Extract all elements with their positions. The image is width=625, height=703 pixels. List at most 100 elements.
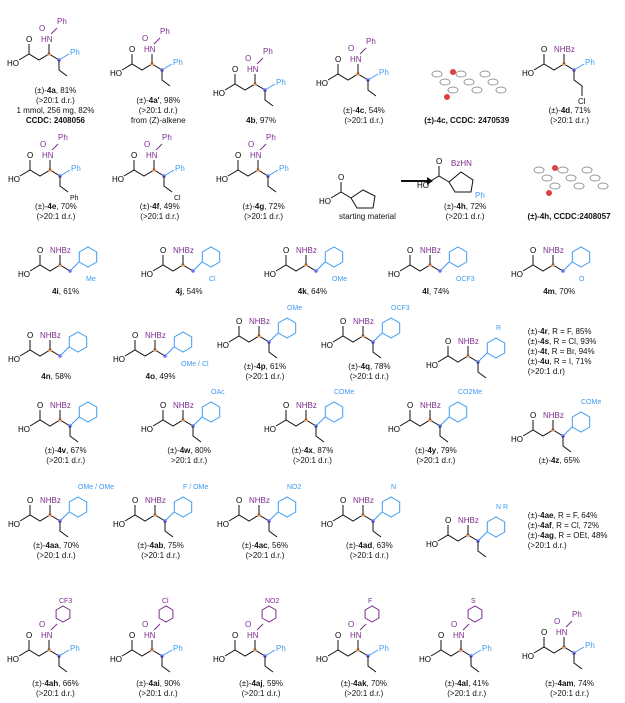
nh-label: HN: [247, 65, 259, 74]
racemic-prefix: (±)-: [291, 446, 304, 455]
scheme-row: O HO NHBz(±)-4v, 67%(>20:1 d.r.) O HO NH…: [0, 386, 625, 470]
aryl-substituent-label: N: [391, 484, 396, 491]
compound-yield-text: (>20:1 d.r.): [527, 541, 567, 550]
acyl-group-label: Ph: [58, 133, 68, 142]
nh-label: HN: [250, 151, 262, 160]
compound-caption-line: (>20:1 d.r.): [416, 456, 455, 466]
compound-yield-text: (>20:1 d.r.): [36, 212, 76, 221]
amide-oxygen: O: [348, 44, 354, 53]
product-structure: O HO HN OPh Ph: [7, 17, 80, 77]
caption-block: (±)-4ai, 90%(>20:1 d.r.): [136, 679, 180, 699]
compound-caption-line: (±)-4am, 74%: [545, 679, 594, 689]
compound-id: 4k: [297, 287, 307, 296]
caption-block: (±)-4ah, 66%(>20:1 d.r.): [32, 679, 79, 699]
nhbz-label: NHBz: [296, 401, 317, 410]
carbonyl-oxygen: O: [232, 65, 238, 74]
nh-label: HN: [350, 631, 362, 640]
compound-caption-line: (±)-4z, 65%: [539, 456, 580, 466]
compound-yield-text: , 56%: [267, 541, 289, 550]
compound-caption-line: (±)-4f, 49%: [140, 202, 180, 212]
acyl-substituent-label: Cl: [162, 598, 169, 605]
compound-id: 4b: [246, 116, 256, 125]
nhbz-label: NHBz: [40, 496, 61, 505]
compound-id: 4l: [422, 287, 429, 296]
compound-yield-text: , 74%: [428, 287, 450, 296]
compound-yield-text: , 61%: [265, 362, 287, 371]
aryl-substituent-label: COMe: [581, 399, 601, 406]
carbonyl-oxygen: O: [160, 401, 166, 410]
chain-substituent-label: Ph: [70, 195, 79, 202]
compound-caption-line: (±)-4e, 70%: [35, 202, 77, 212]
compound-yield-text: , R = Br, 94%: [547, 347, 595, 356]
compound-caption-line: (>20:1 d.r): [528, 367, 565, 377]
compound-yield-text: , 71%: [570, 106, 591, 115]
ring: [448, 246, 468, 268]
acid-chain-bond: [19, 349, 61, 357]
compound-yield-text: (>20:1 d.r.): [241, 689, 281, 698]
product-structure: O HO HN OPh Ph: [216, 133, 288, 193]
ring: [173, 496, 192, 518]
ring: [572, 411, 591, 433]
aryl-label: Ph: [70, 48, 80, 57]
compound-caption-line: (>20:1 d.r.): [447, 689, 486, 699]
compound-id: 4e: [47, 202, 57, 211]
carbonyl-oxygen: O: [27, 496, 33, 505]
compound-id: 4ab: [149, 541, 164, 550]
compound-caption-line: (±)-4ab, 75%: [137, 541, 184, 551]
compound-id: 4ak: [353, 679, 367, 688]
ring: [277, 317, 297, 339]
racemic-prefix: (±)-: [444, 202, 457, 211]
compound-caption-line: from (Z)-alkene: [131, 116, 186, 126]
nh-label: HN: [144, 45, 156, 54]
compound-caption-line: 4k, 64%: [298, 287, 327, 297]
hydroxyl-label: HO: [8, 520, 20, 529]
compound-yield-text: , 59%: [262, 679, 284, 688]
acid-chain-bond: [399, 264, 441, 272]
compound-caption-line: 1 mmol, 256 mg, 82%: [17, 106, 95, 116]
compound-yield-text: (>20:1 d.r.): [349, 551, 389, 560]
compound-id: 4a': [148, 96, 160, 105]
hydroxyl-label: HO: [388, 270, 400, 279]
nhbz-label: NHBz: [543, 246, 564, 255]
compound-yield-text: , R = I, 71%: [549, 357, 592, 366]
compound-caption-line: (>20:1 d.r.): [344, 116, 383, 126]
acyl-group-label: Ph: [162, 133, 172, 142]
racemic-prefix: (±)-: [340, 679, 354, 688]
nh-label: HN: [146, 151, 158, 160]
compound-caption-line: (>20:1 d.r.): [242, 689, 281, 699]
racemic-prefix: (±)-: [348, 362, 361, 371]
caption-block: (±)-4p, 61%(>20:1 d.r.): [244, 362, 286, 382]
hydroxyl-label: HO: [7, 59, 19, 68]
caption-block: (±)-4y, 79%(>20:1 d.r.): [415, 446, 457, 466]
hydroxyl-label: HO: [18, 270, 30, 279]
acid-chain-bond: [224, 649, 266, 657]
nhbz-label: NHBz: [554, 45, 575, 54]
carbonyl-oxygen: O: [541, 628, 547, 637]
acid-chain-bond: [123, 169, 165, 177]
compound-caption-line: (±)-4y, 79%: [415, 446, 457, 456]
racemic-prefix: (±)-: [545, 679, 558, 688]
compound-id: 4s: [540, 337, 550, 346]
compound-caption-line: (±)-4p, 61%: [244, 362, 286, 372]
aryl-substituent-label: OMe / Cl: [181, 361, 209, 368]
nh-label: HN: [350, 55, 362, 64]
ring: [486, 516, 505, 538]
carbonyl-oxygen: O: [232, 631, 238, 640]
compound-caption-line: (±)-4ae, R = F, 64%: [528, 511, 598, 521]
product-structure: O HO HN OF Ph: [316, 598, 389, 673]
compound-id: 4j: [175, 287, 183, 296]
amide-oxygen: O: [40, 140, 46, 149]
caption-block: (±)-4h, 72%(>20:1 d.r.): [444, 202, 486, 222]
racemic-prefix: (±)-: [444, 679, 458, 688]
carbonyl-oxygen: O: [283, 401, 289, 410]
compound-yield-text: (>20:1 d.r.): [550, 689, 589, 698]
caption-block: (±)-4ak, 70%(>20:1 d.r.): [341, 679, 387, 699]
compound-id: 4i: [52, 287, 59, 296]
acid-chain-bond: [152, 419, 194, 427]
hydroxyl-label: HO: [522, 69, 534, 78]
